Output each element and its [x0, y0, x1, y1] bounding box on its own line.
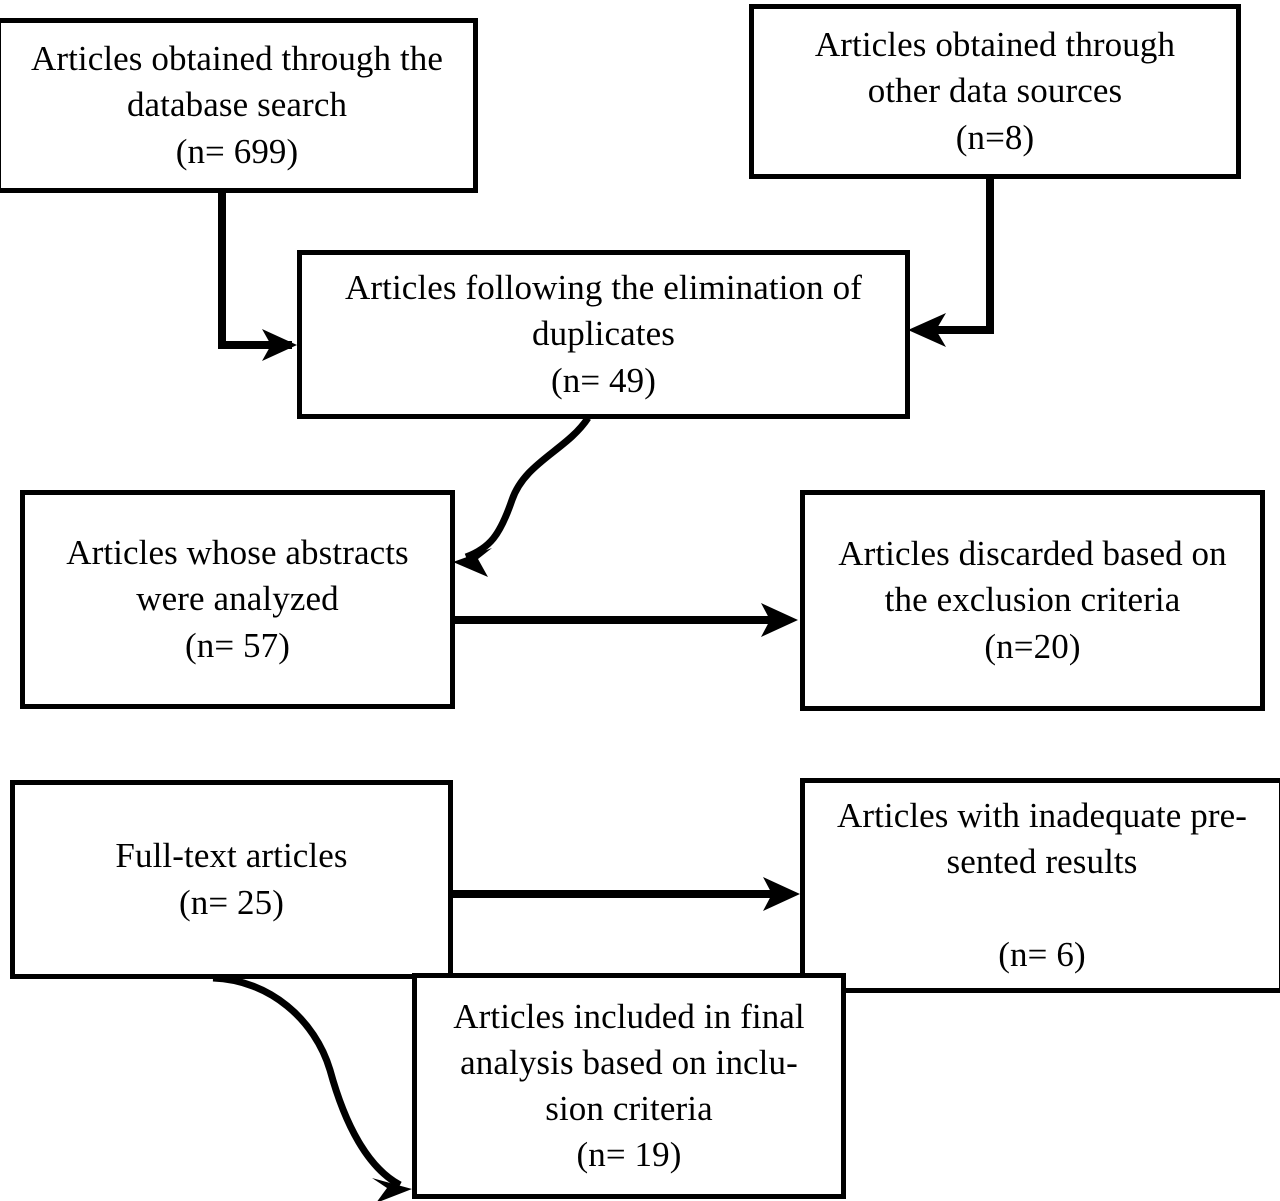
- edge-other-sources-to-duplicates: [908, 176, 994, 347]
- node-db-search-line-3: (n= 699): [175, 131, 299, 171]
- node-abstracts[interactable]: Articles whose abstracts were analyzed (…: [20, 490, 455, 709]
- node-other-sources[interactable]: Articles obtained through other data sou…: [749, 4, 1241, 179]
- node-inadequate-line-4: (n= 6): [998, 934, 1086, 974]
- node-inadequate-line-2: sented results: [946, 842, 1138, 882]
- node-db-search[interactable]: Articles obtained through the database s…: [0, 18, 478, 193]
- node-discarded[interactable]: Articles discarded based on the exclusio…: [800, 490, 1265, 711]
- node-db-search-line-2: database search: [126, 85, 348, 125]
- node-duplicates[interactable]: Articles following the elimination of du…: [297, 250, 910, 419]
- edge-db-search-to-duplicates: [218, 190, 297, 361]
- node-duplicates-line-3: (n= 49): [551, 360, 656, 400]
- node-fulltext-line-1: Full-text articles: [115, 836, 348, 876]
- node-fulltext-line-2: (n= 25): [179, 882, 284, 922]
- node-inadequate[interactable]: Articles with inadequate pre- sented res…: [800, 778, 1280, 993]
- edge-abstracts-to-discarded: [455, 603, 798, 637]
- node-final-line-2: analysis based on inclu-: [460, 1042, 798, 1082]
- node-other-sources-line-3: (n=8): [955, 117, 1035, 157]
- node-inadequate-line-1: Articles with inadequate pre-: [836, 796, 1248, 836]
- edge-fulltext-to-final: [212, 974, 412, 1201]
- edge-duplicates-to-abstracts: [453, 416, 591, 577]
- node-db-search-line-1: Articles obtained through the: [30, 39, 444, 79]
- node-other-sources-line-1: Articles obtained through: [814, 25, 1176, 65]
- node-final-line-4: (n= 19): [576, 1135, 682, 1175]
- node-final-line-3: sion criteria: [545, 1089, 713, 1128]
- node-duplicates-line-1: Articles following the elimination of: [345, 268, 862, 308]
- node-other-sources-line-2: other data sources: [867, 71, 1123, 111]
- node-abstracts-line-2: were analyzed: [136, 579, 339, 619]
- node-discarded-line-1: Articles discarded based on: [838, 534, 1227, 574]
- node-final[interactable]: Articles included in final analysis base…: [412, 973, 846, 1199]
- node-discarded-line-3: (n=20): [984, 626, 1081, 666]
- node-abstracts-line-3: (n= 57): [185, 625, 290, 665]
- node-discarded-line-2: the exclusion criteria: [884, 580, 1181, 620]
- edge-fulltext-to-inadequate: [453, 877, 800, 911]
- node-duplicates-line-2: duplicates: [532, 314, 675, 354]
- node-fulltext[interactable]: Full-text articles (n= 25): [10, 780, 453, 979]
- node-abstracts-line-1: Articles whose abstracts: [66, 533, 409, 573]
- node-final-line-1: Articles included in final: [453, 996, 805, 1036]
